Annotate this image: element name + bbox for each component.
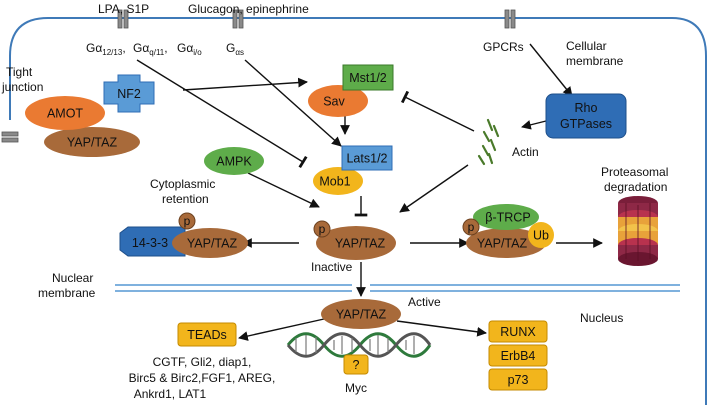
- ampk-node[interactable]: AMPK: [204, 147, 264, 175]
- svg-text:β-TRCP: β-TRCP: [485, 211, 530, 225]
- receptor-gpcr: [504, 9, 516, 29]
- svg-text:YAP/TAZ: YAP/TAZ: [187, 237, 238, 251]
- tead-target-genes-line-1: CGTF, Gli2, diap1,: [153, 355, 252, 369]
- active-label: Active: [408, 295, 441, 309]
- gpcrs-label: GPCRs: [483, 40, 524, 54]
- svg-text:YAP/TAZ: YAP/TAZ: [336, 308, 387, 322]
- svg-text:?: ?: [353, 358, 360, 372]
- amot-node[interactable]: AMOT: [25, 96, 105, 130]
- btrcp-node[interactable]: β-TRCP: [473, 204, 539, 230]
- nucleus-label: Nucleus: [580, 311, 623, 325]
- runx-node[interactable]: RUNX: [488, 320, 548, 343]
- rho-gtpases-node[interactable]: Rho GTPases: [545, 93, 627, 139]
- svg-text:p: p: [184, 214, 191, 228]
- svg-text:ErbB4: ErbB4: [501, 349, 536, 363]
- inactive-label: Inactive: [311, 260, 353, 274]
- svg-text:YAP/TAZ: YAP/TAZ: [67, 136, 118, 150]
- sav-node[interactable]: Sav: [308, 85, 368, 117]
- pathway-arrows: [136, 43, 603, 341]
- ubiquitin-node[interactable]: Ub: [528, 222, 554, 248]
- svg-text:Ub: Ub: [533, 229, 549, 243]
- svg-text:TEADs: TEADs: [187, 328, 227, 342]
- svg-text:RUNX: RUNX: [500, 325, 536, 339]
- actin-filaments: [477, 118, 500, 166]
- svg-text:Lats1/2: Lats1/2: [346, 152, 387, 166]
- erbb4-node[interactable]: ErbB4: [488, 344, 548, 367]
- tead-target-genes-line-3: Ankrd1, LAT1: [134, 387, 207, 401]
- yap-taz-ub-node[interactable]: YAP/TAZ: [466, 228, 546, 258]
- svg-text:14-3-3: 14-3-3: [132, 236, 168, 250]
- phospho-p-node-retained: p: [178, 212, 196, 230]
- protein-14-3-3-node[interactable]: 14-3-3: [119, 226, 186, 257]
- svg-text:p: p: [468, 220, 475, 234]
- receptor-lpa: [117, 9, 129, 29]
- svg-text:YAP/TAZ: YAP/TAZ: [335, 237, 386, 251]
- phospho-p-node-center: p: [313, 220, 331, 238]
- galpha-q11-label: Gαq/11,: [133, 41, 168, 57]
- tight-junction-receptor: [1, 131, 19, 143]
- galpha-12-13-label: Gα12/13,: [86, 41, 126, 57]
- myc-label: Myc: [345, 381, 367, 395]
- svg-text:Mst1/2: Mst1/2: [349, 71, 387, 85]
- galpha-io-label: Gαi/o: [177, 41, 202, 57]
- p73-node[interactable]: p73: [488, 368, 548, 391]
- svg-text:YAP/TAZ: YAP/TAZ: [477, 237, 528, 251]
- tead-target-genes-line-2: Birc5 & Birc2,FGF1, AREG,: [129, 371, 276, 385]
- nuclear-membrane: [115, 284, 680, 292]
- yap-taz-retained-node[interactable]: YAP/TAZ: [172, 228, 248, 258]
- nf2-node[interactable]: NF2: [103, 74, 155, 113]
- glucagon-label: Glucagon, epinephrine: [188, 2, 309, 16]
- svg-text:Rho: Rho: [575, 101, 598, 115]
- receptor-glucagon: [232, 9, 244, 29]
- yap-taz-junction-node[interactable]: YAP/TAZ: [44, 127, 140, 157]
- svg-text:Mob1: Mob1: [319, 175, 350, 189]
- teads-node[interactable]: TEADs: [177, 322, 237, 347]
- dna-helix: [286, 332, 432, 358]
- lats-node[interactable]: Lats1/2: [341, 145, 393, 171]
- phospho-p-node-ub: p: [462, 218, 480, 236]
- yap-taz-nuclear-node[interactable]: YAP/TAZ: [321, 299, 401, 329]
- svg-text:NF2: NF2: [117, 87, 141, 101]
- yap-taz-center-node[interactable]: YAP/TAZ: [316, 226, 396, 260]
- unknown-factor-node[interactable]: ?: [343, 354, 369, 375]
- svg-text:AMPK: AMPK: [216, 155, 252, 169]
- svg-text:p: p: [319, 222, 326, 236]
- mob1-node[interactable]: Mob1: [313, 167, 363, 195]
- mst-node[interactable]: Mst1/2: [342, 64, 394, 91]
- proteasome-icon: [618, 196, 658, 266]
- svg-text:p73: p73: [508, 373, 529, 387]
- svg-text:GTPases: GTPases: [560, 117, 612, 131]
- cell-membrane-outline: [9, 17, 707, 405]
- actin-label: Actin: [512, 145, 539, 159]
- lpa-s1p-label: LPA, S1P: [98, 2, 149, 16]
- svg-text:Sav: Sav: [323, 95, 345, 109]
- galpha-s-label: Gαs: [226, 41, 244, 57]
- svg-text:AMOT: AMOT: [47, 107, 83, 121]
